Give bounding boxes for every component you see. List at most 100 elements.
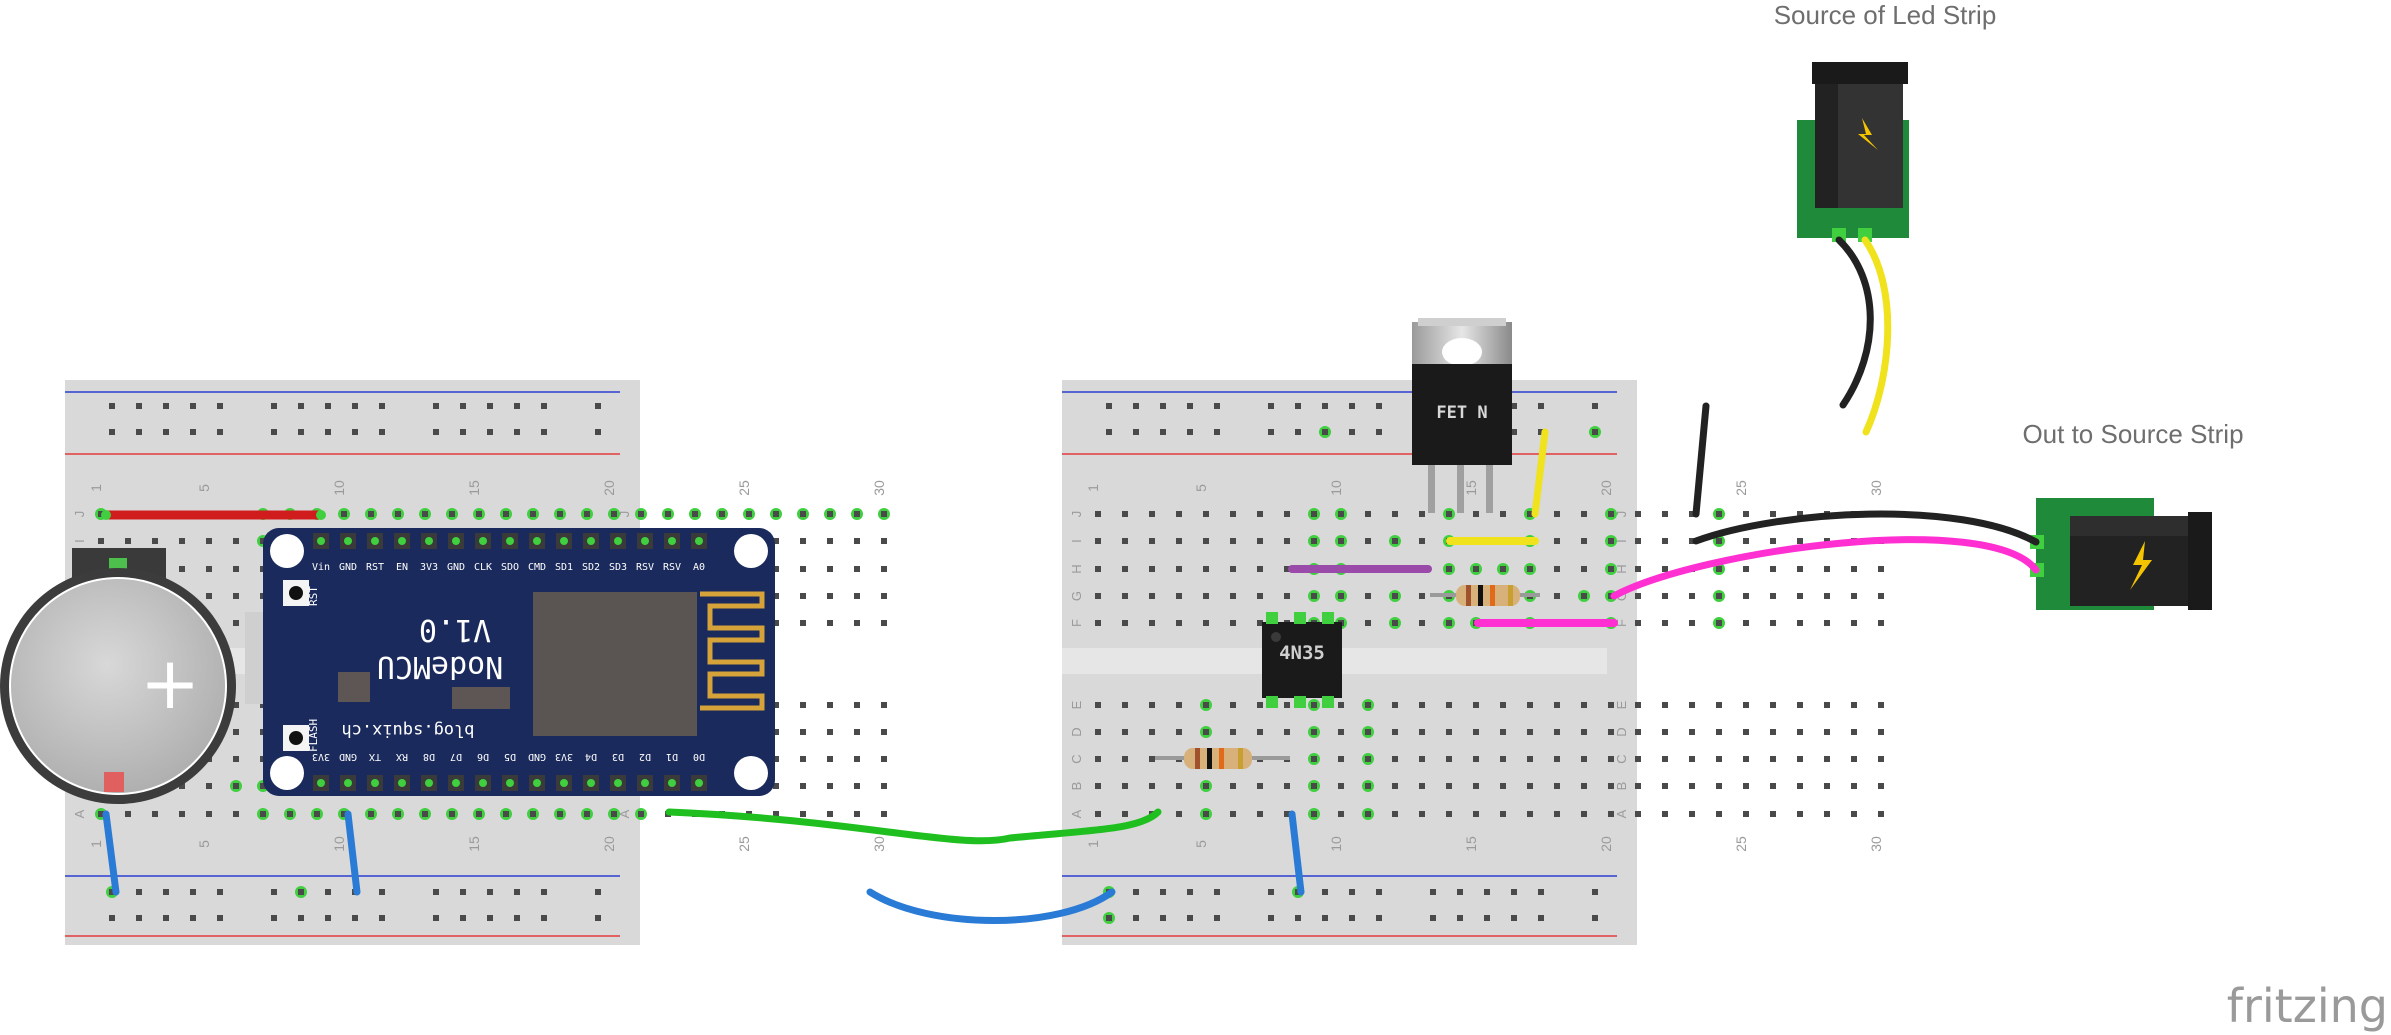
breadboard-hole [1797, 729, 1803, 735]
breadboard-hole [1824, 811, 1830, 817]
breadboard-hole [125, 811, 131, 817]
rail-hole [487, 403, 493, 409]
rail-hole [163, 403, 169, 409]
breadboard-hole [854, 811, 860, 817]
magenta-wire-out-source [1610, 536, 2040, 600]
breadboard-hole [1662, 811, 1668, 817]
column-number-top: 30 [1868, 480, 1884, 496]
rail-hole [595, 403, 601, 409]
breadboard-hole [1581, 538, 1587, 544]
breadboard-hole [1203, 811, 1209, 817]
breadboard-hole [557, 811, 563, 817]
rail-hole [109, 889, 115, 895]
breadboard-hole [1716, 593, 1722, 599]
breadboard-hole [1230, 702, 1236, 708]
breadboard-hole [1419, 702, 1425, 708]
breadboard-hole [584, 511, 590, 517]
breadboard-hole [611, 511, 617, 517]
breadboard-hole [1527, 811, 1533, 817]
rail-hole [1106, 403, 1112, 409]
breadboard-hole [1176, 811, 1182, 817]
breadboard-hole [1797, 566, 1803, 572]
row-letter: J [72, 511, 87, 518]
rail-hole [1430, 915, 1436, 921]
rail-hole [298, 915, 304, 921]
breadboard-hole [233, 729, 239, 735]
breadboard-hole [1122, 783, 1128, 789]
breadboard-hole [1230, 511, 1236, 517]
rail-hole [163, 429, 169, 435]
breadboard-hole [422, 511, 428, 517]
rail-hole [109, 403, 115, 409]
breadboard-hole [1338, 811, 1344, 817]
column-number-bottom: 5 [1193, 840, 1209, 848]
breadboard-hole [1095, 511, 1101, 517]
dc-jack-out-source-strip [2030, 498, 2212, 610]
column-number-top: 20 [601, 480, 617, 496]
flash-button-label: FLASH [307, 719, 320, 752]
breadboard-hole [854, 620, 860, 626]
rail-hole [298, 403, 304, 409]
breadboard-hole [1446, 620, 1452, 626]
breadboard-hole [1122, 756, 1128, 762]
breadboard-hole [1473, 756, 1479, 762]
breadboard-hole [1284, 783, 1290, 789]
breadboard-hole [1176, 702, 1182, 708]
breadboard-hole [1851, 620, 1857, 626]
rail-hole [1322, 429, 1328, 435]
breadboard-hole [1581, 511, 1587, 517]
breadboard-hole [1662, 756, 1668, 762]
rail-hole [1511, 429, 1517, 435]
breadboard-hole [1176, 511, 1182, 517]
breadboard-hole [1824, 566, 1830, 572]
column-number-top: 30 [871, 480, 887, 496]
breadboard-hole [233, 566, 239, 572]
breadboard-hole [881, 511, 887, 517]
breadboard-hole [1311, 756, 1317, 762]
breadboard-hole [1419, 783, 1425, 789]
breadboard-hole [1689, 756, 1695, 762]
breadboard-hole [1554, 702, 1560, 708]
breadboard-hole [1095, 620, 1101, 626]
column-number-top: 1 [88, 484, 104, 492]
breadboard-hole [1662, 593, 1668, 599]
breadboard-hole [1554, 538, 1560, 544]
mcu-pin-label-bottom: D4 [585, 751, 597, 762]
rail-hole [1268, 889, 1274, 895]
breadboard-hole [854, 593, 860, 599]
mcu-pin-label-top: SD2 [582, 562, 600, 573]
mcu-pin-label-top: CLK [474, 562, 492, 573]
breadboard-hole [152, 811, 158, 817]
breadboard-hole [1419, 756, 1425, 762]
rail-hole [136, 915, 142, 921]
breadboard-hole [1338, 783, 1344, 789]
breadboard-hole [1878, 566, 1884, 572]
row-letter: C [1069, 754, 1084, 763]
rail-hole [271, 915, 277, 921]
breadboard-hole [449, 511, 455, 517]
mcu-pin-label-bottom: GND [339, 751, 357, 762]
breadboard-hole [1770, 593, 1776, 599]
rail-hole [190, 915, 196, 921]
breadboard-hole [827, 593, 833, 599]
breadboard-hole [1338, 729, 1344, 735]
optocoupler-4n35: 4N35 [1262, 612, 1342, 708]
rail-hole [595, 429, 601, 435]
rail-hole [1295, 429, 1301, 435]
breadboard-hole [179, 566, 185, 572]
breadboard-hole [1770, 811, 1776, 817]
breadboard-hole [1689, 729, 1695, 735]
breadboard-hole [314, 811, 320, 817]
blue-jumper-left-1 [102, 810, 120, 896]
breadboard-hole [1311, 702, 1317, 708]
breadboard-hole [881, 566, 887, 572]
breadboard-hole [773, 811, 779, 817]
breadboard-hole [1122, 702, 1128, 708]
breadboard-hole [1635, 593, 1641, 599]
breadboard-hole [233, 783, 239, 789]
breadboard-hole [1500, 702, 1506, 708]
rail-hole [271, 889, 277, 895]
breadboard-hole [1473, 729, 1479, 735]
